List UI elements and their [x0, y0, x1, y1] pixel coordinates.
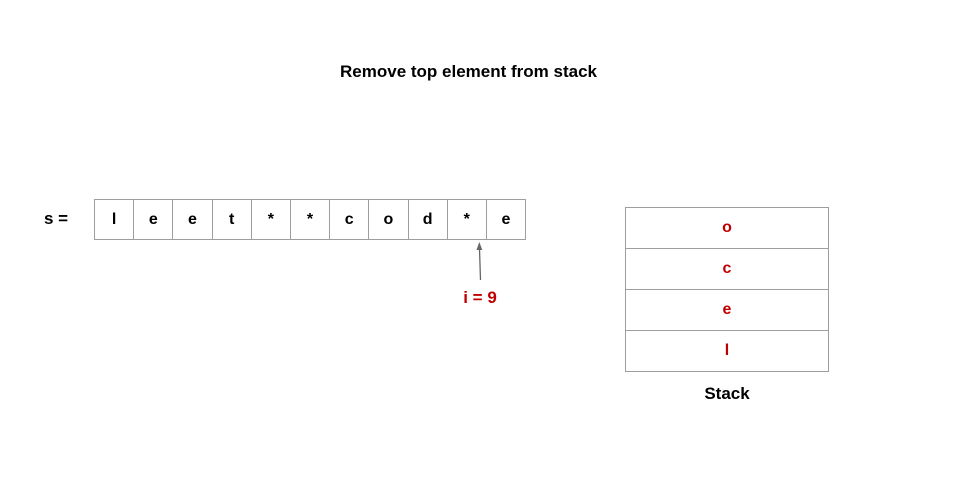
- string-label: s =: [44, 209, 69, 228]
- string-cell: l: [94, 199, 135, 240]
- stack-label: Stack: [704, 384, 750, 403]
- string-cell: e: [485, 199, 527, 240]
- stack-item: e: [625, 289, 829, 331]
- string-cell: c: [329, 199, 370, 240]
- string-cell: *: [446, 199, 487, 240]
- string-cell: e: [133, 199, 174, 240]
- string-cell: o: [368, 199, 409, 240]
- pointer-arrow-icon: [476, 242, 483, 281]
- stack-item: l: [625, 330, 829, 372]
- pointer-label: i = 9: [463, 288, 497, 307]
- stack-item: o: [625, 207, 829, 249]
- string-cell: t: [211, 199, 252, 240]
- string-cell: d: [407, 199, 448, 240]
- string-cell: *: [250, 199, 291, 240]
- string-cell: *: [289, 199, 331, 240]
- string-cell: e: [172, 199, 213, 240]
- stack-item: c: [625, 248, 829, 290]
- diagram-title: Remove top element from stack: [340, 62, 597, 81]
